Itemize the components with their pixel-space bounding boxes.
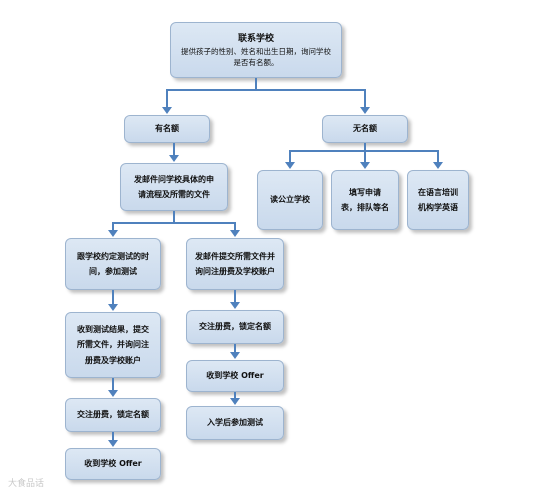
connector [112,432,114,441]
left-step-results-line2: 所需文件，并询问注 [77,340,149,350]
option-public-school-line1: 读公立学校 [270,195,310,205]
left-step-offer: 收到学校 Offer [65,448,161,480]
option-language-school-line2: 机构学英语 [418,203,458,212]
left-step-results-line1: 收到测试结果，提交 [77,325,149,335]
option-language-school: 在语言培训 机构学英语 [407,170,469,230]
step-email-application: 发邮件问学校具体的申 请流程及所需的文件 [120,163,228,211]
arrow-head [162,107,172,114]
arrow-head [108,230,118,237]
arrow-head [230,230,240,237]
right-step-submit-docs-line1: 发邮件提交所需文件并 [195,251,275,261]
watermark-text: 大食品话 [8,479,45,489]
option-waitlist: 填写申请 表，排队等名 [331,170,399,230]
left-step-test-line1: 跟学校约定测试的时 [77,251,149,261]
arrow-head [230,398,240,405]
connector [173,211,175,223]
arrow-head [230,302,240,309]
right-step-offer: 收到学校 Offer [186,360,284,392]
connector [289,150,291,163]
arrow-head [108,304,118,311]
option-waitlist-line2: 表，排队等名 [341,203,389,212]
root-desc-line2: 是否有名额。 [233,58,279,68]
left-step-results-line3: 册费及学校账户 [85,355,141,365]
connector [437,150,439,163]
arrow-head [108,440,118,447]
root-title: 联系学校 [237,33,274,44]
connector [234,290,236,303]
connector [364,143,366,151]
connector [166,89,366,91]
has-quota-label: 有名额 [155,124,179,134]
connector [112,378,114,391]
step-email-application-line2: 请流程及所需的文件 [138,190,210,199]
connector [255,78,257,90]
connector [234,222,236,231]
no-quota-box: 无名额 [322,115,408,143]
arrow-head [360,107,370,114]
right-step-pay-fee-line1: 交注册费，锁定名额 [199,322,271,332]
left-step-results: 收到测试结果，提交 所需文件，并询问注 册费及学校账户 [65,312,161,378]
connector [364,89,366,107]
arrow-head [285,162,295,169]
arrow-head [230,352,240,359]
right-step-offer-line1: 收到学校 Offer [206,371,264,381]
right-step-post-entry-test-line1: 入学后参加测试 [207,418,263,428]
step-email-application-line1: 发邮件问学校具体的申 [134,174,214,184]
root-box-contact-school: 联系学校 提供孩子的性别、姓名和出生日期，询问学校 是否有名额。 [170,22,342,78]
arrow-head [360,162,370,169]
left-step-pay-fee-line1: 交注册费，锁定名额 [77,410,149,420]
left-step-test: 跟学校约定测试的时 间，参加测试 [65,238,161,290]
connector [364,150,366,163]
option-waitlist-line1: 填写申请 [349,187,381,197]
left-step-test-line2: 间，参加测试 [89,267,137,276]
arrow-head [169,155,179,162]
right-step-pay-fee: 交注册费，锁定名额 [186,310,284,344]
arrow-head [433,162,443,169]
connector [112,290,114,305]
has-quota-box: 有名额 [124,115,210,143]
no-quota-label: 无名额 [353,124,377,134]
left-step-pay-fee: 交注册费，锁定名额 [65,398,161,432]
root-desc-line1: 提供孩子的性别、姓名和出生日期，询问学校 [181,46,331,56]
connector [112,222,114,231]
connector [166,89,168,107]
right-step-submit-docs-line2: 询问注册费及学校账户 [195,267,275,276]
connector [234,392,236,399]
connector [234,344,236,353]
connector [173,143,175,156]
connector [112,222,236,224]
option-public-school: 读公立学校 [257,170,323,230]
right-step-submit-docs: 发邮件提交所需文件并 询问注册费及学校账户 [186,238,284,290]
option-language-school-line1: 在语言培训 [418,187,458,197]
arrow-head [108,390,118,397]
left-step-offer-line1: 收到学校 Offer [84,459,142,469]
right-step-post-entry-test: 入学后参加测试 [186,406,284,440]
